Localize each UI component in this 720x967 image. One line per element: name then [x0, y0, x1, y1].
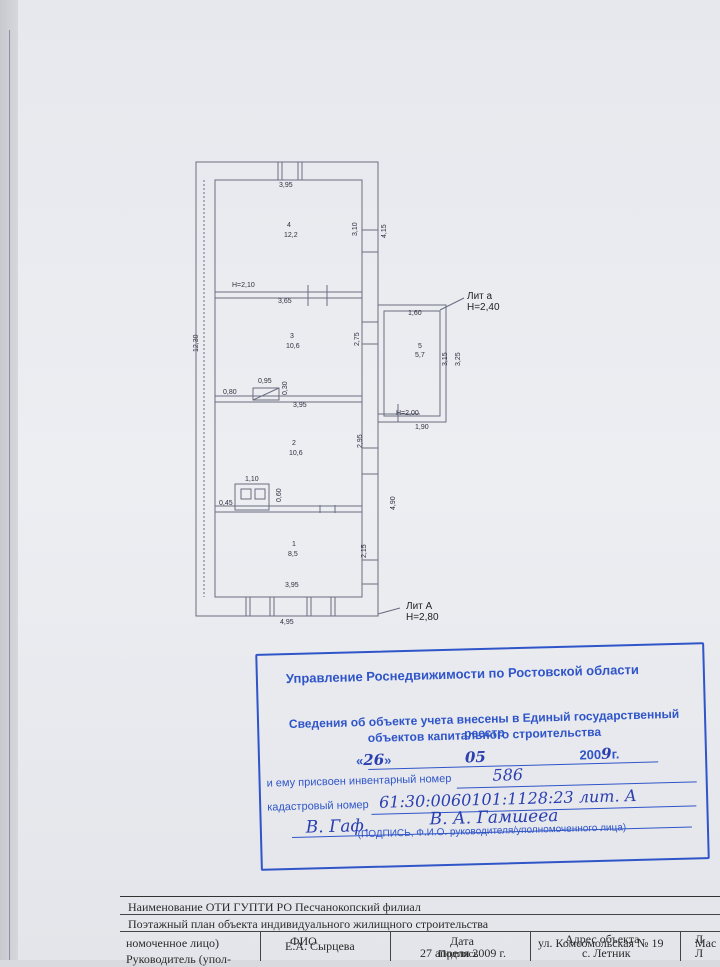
room-3-number: 3	[290, 333, 294, 340]
room-5-area: 5,7	[415, 352, 425, 359]
room-5-number: 5	[418, 343, 422, 350]
title-block-right-2: Л	[695, 946, 704, 960]
title-block: Наименование ОТИ ГУПТИ РО Песчанокопский…	[120, 896, 720, 966]
stamp-date-month: 05	[464, 747, 487, 767]
registration-stamp: Управление Роснедвижимости по Ростовской…	[255, 642, 710, 871]
title-block-right-3: Мас	[695, 936, 717, 950]
stamp-date-year-prefix: 200	[579, 746, 602, 763]
dim-r1-side: 2,15	[361, 544, 368, 558]
dim-r2-top: 3,95	[293, 402, 307, 409]
title-block-fio-header: ФИО	[290, 934, 317, 948]
title-block-date-value: 27 апреля 2009 г.	[420, 946, 506, 960]
dim-overall-length: 12,30	[193, 334, 200, 352]
dim-overall-width: 4,95	[280, 619, 294, 626]
dim-stove-side: 0,30	[282, 381, 289, 395]
room-1-area: 8,5	[288, 551, 298, 558]
title-block-doc: Поэтажный план объекта индивидуального ж…	[128, 917, 489, 931]
dim-r5-top: 1,60	[408, 310, 422, 317]
title-block-fio-value: Е.А. Сырцева	[285, 939, 355, 953]
title-block-org: Наименование ОТИ ГУПТИ РО Песчанокопский…	[128, 900, 421, 914]
dim-stove-top: 0,95	[258, 378, 272, 385]
room-2-number: 2	[292, 440, 296, 447]
lit-a-height: H=2,40	[467, 302, 500, 313]
lit-A-height: H=2,80	[406, 612, 439, 623]
dim-r4-top: 3,95	[279, 182, 293, 189]
dim-r5-side: 3,15	[442, 352, 449, 366]
stamp-date-year-end: г.	[611, 746, 620, 762]
dim-stove2-top: 1,10	[245, 476, 259, 483]
room-4-area: 12,2	[284, 232, 298, 239]
dim-stove2-side: 0,60	[276, 488, 283, 502]
room-1-number: 1	[292, 541, 296, 548]
dim-r5-outer: 3,25	[455, 352, 462, 366]
stamp-date-year-suffix: 9	[600, 744, 612, 763]
dim-r5-height: H=2,00	[396, 410, 419, 417]
dim-r4-side: 3,10	[352, 222, 359, 236]
dim-r4-height: H=2,10	[232, 282, 255, 289]
title-block-address-line2: ул. Комсомольская № 19	[538, 936, 664, 950]
dim-r4-outer: 4,15	[381, 224, 388, 238]
lit-a-title: Лит а	[467, 291, 493, 302]
lit-A-title: Лит А	[406, 601, 433, 612]
dim-r2-side: 2,95	[357, 434, 364, 448]
dim-r3-top: 3,65	[278, 298, 292, 305]
document-sheet	[18, 0, 720, 960]
room-2-area: 10,6	[289, 450, 303, 457]
title-block-lower: номоченное лицо) Е.А. Сырцева Подпись ул…	[120, 931, 720, 960]
dim-stove2-left: 0,45	[219, 500, 233, 507]
stamp-date-day: 26	[363, 750, 385, 770]
stamp-cadastral-label: кадастровый номер	[267, 798, 369, 814]
dim-r5-bottom: 1,90	[415, 424, 429, 431]
room-4-number: 4	[287, 222, 291, 229]
title-block-sign-label: Подпись	[438, 948, 479, 960]
stamp-inventory-number: 586	[492, 764, 524, 785]
title-block-address-header: Адрес объекта	[565, 932, 640, 946]
annex-outer	[377, 304, 447, 423]
dim-outer-right: 4,90	[390, 496, 397, 510]
lit-a-label: Лит а H=2,40	[467, 291, 500, 313]
title-block-head-label-2: номоченное лицо)	[126, 936, 219, 950]
title-block-right-1: Л	[695, 932, 704, 946]
sheet-left-edge	[0, 0, 18, 960]
room-3-area: 10,6	[286, 343, 300, 350]
dim-stove-left: 0,80	[223, 389, 237, 396]
dim-r1-bottom: 3,95	[285, 582, 299, 589]
dim-r3-side: 2,75	[354, 332, 361, 346]
title-block-address-line1: с. Летник	[582, 946, 631, 960]
title-block-date-header: Дата	[450, 934, 474, 948]
stamp-inventory-label: и ему присвоен инвентарный номер	[266, 772, 452, 790]
lit-A-label: Лит А H=2,80	[406, 601, 439, 623]
stamp-title: Управление Роснедвижимости по Ростовской…	[285, 661, 640, 687]
